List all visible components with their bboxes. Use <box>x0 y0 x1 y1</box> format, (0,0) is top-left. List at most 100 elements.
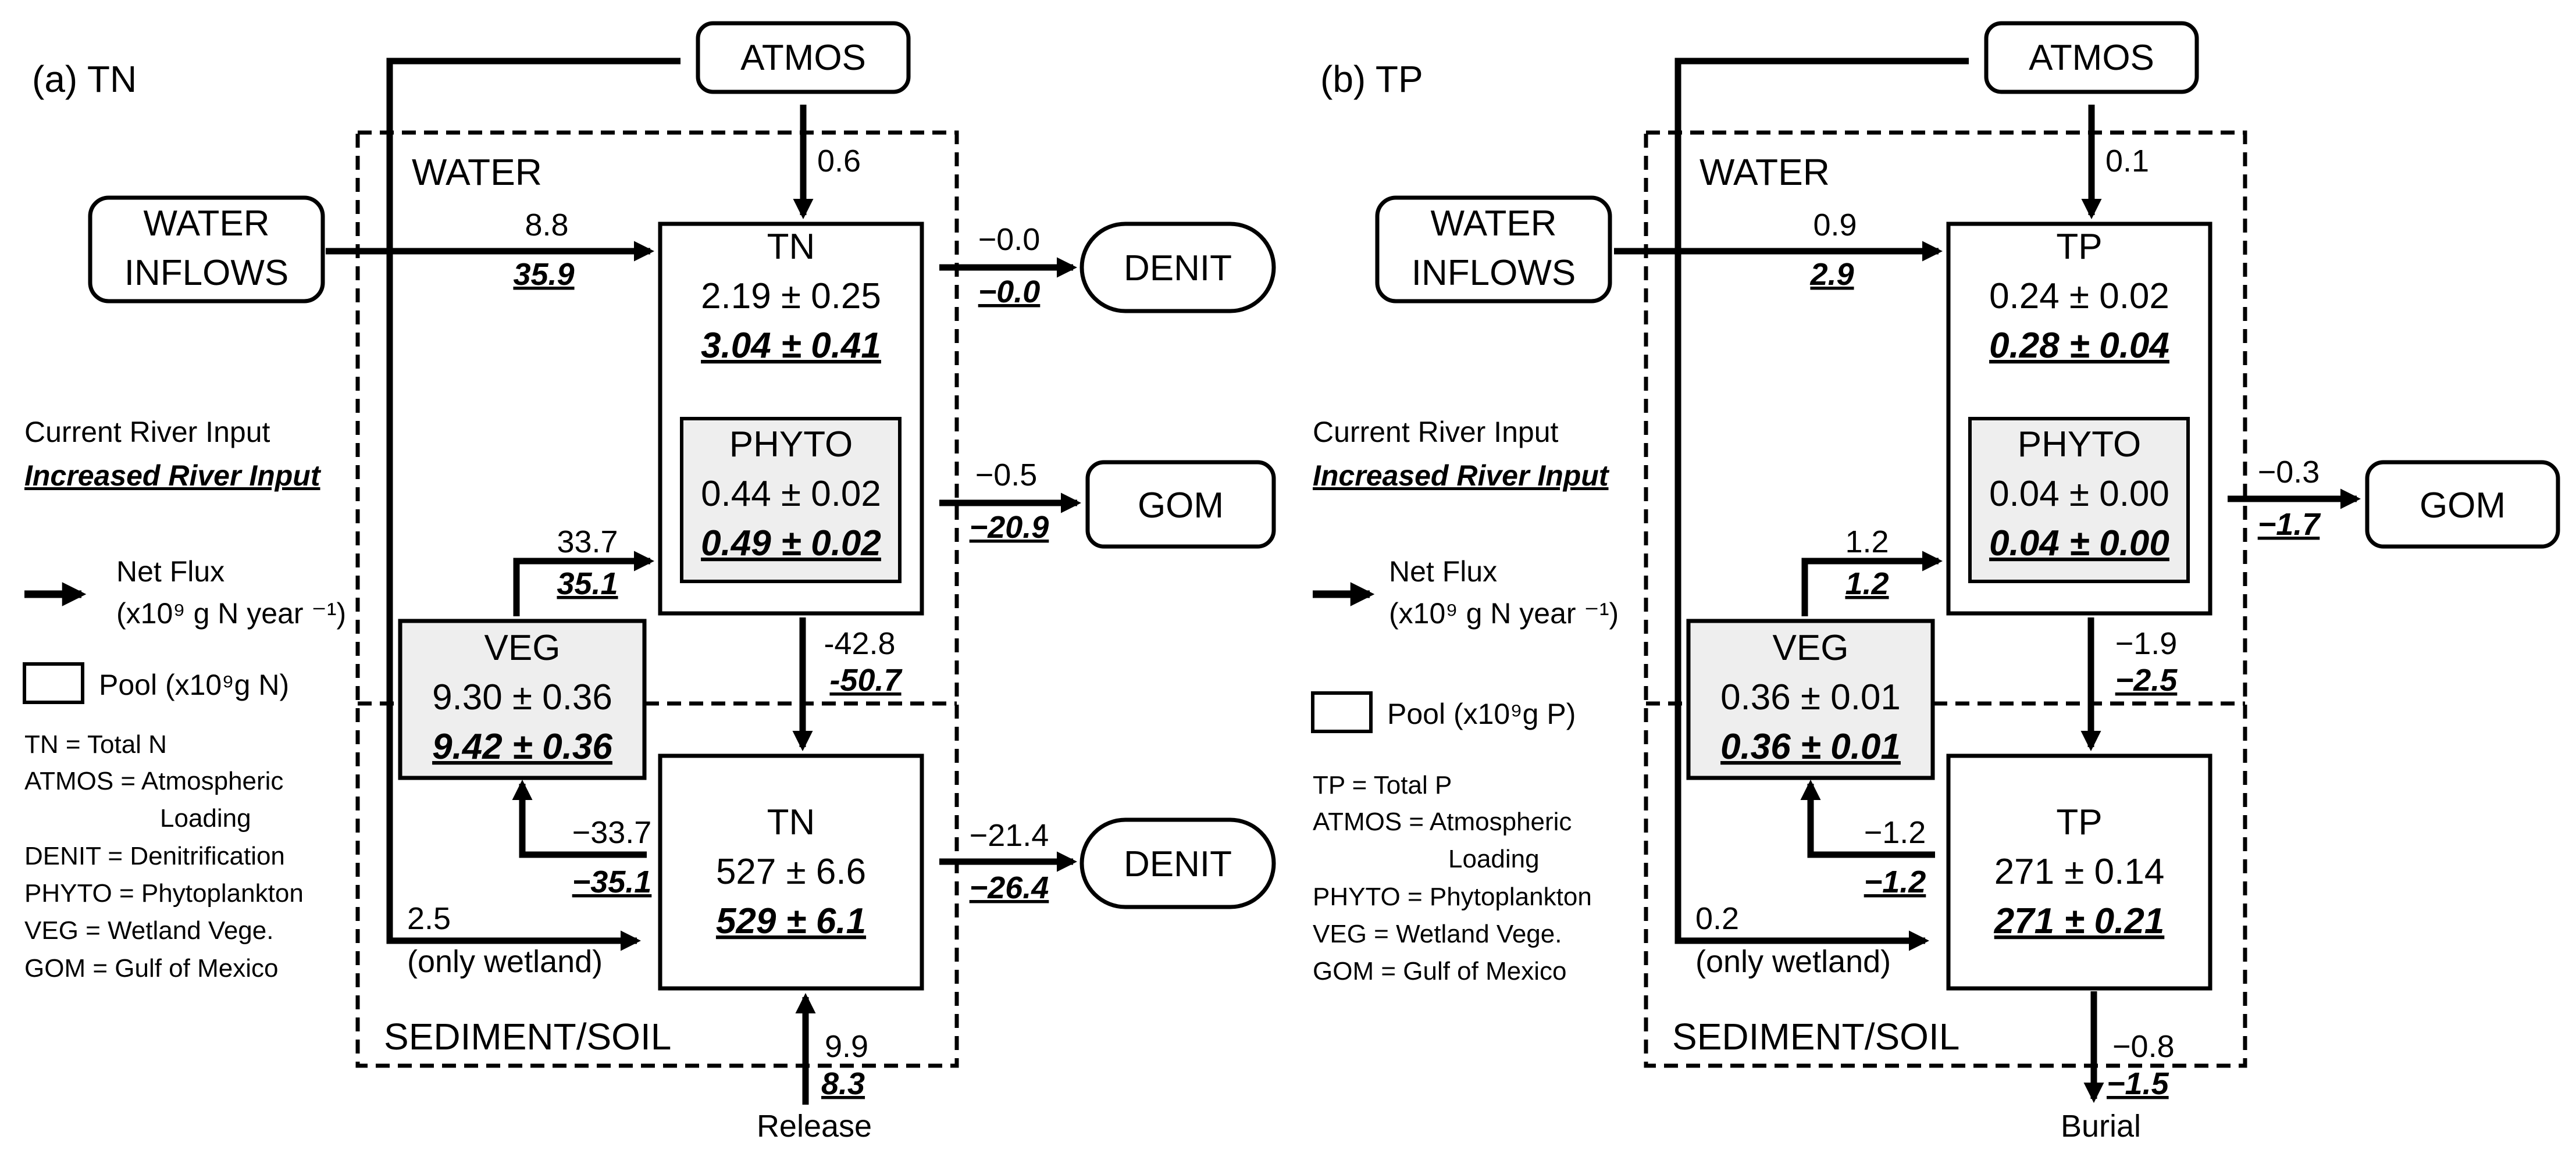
flux-release-increased: 8.3 <box>821 1066 865 1101</box>
water-inflows-box <box>88 195 325 303</box>
legend-net-flux: Net Flux <box>116 555 225 588</box>
pool-phyto-name: PHYTO <box>729 424 853 465</box>
flux-denit-sediment-current: −21.4 <box>970 818 1049 853</box>
flux-atmos-value: 0.1 <box>2105 144 2149 178</box>
legend-net-flux: Net Flux <box>1389 555 1497 588</box>
pool-phyto-name: PHYTO <box>2018 424 2141 465</box>
pool-tp-water-name: TP <box>2056 227 2102 267</box>
pool-tp-water-current: 0.24 ± 0.02 <box>1989 276 2169 316</box>
water-inflows-line-1: WATER <box>1431 203 1557 244</box>
flux-gom-current: −0.5 <box>975 458 1038 492</box>
sediment-label: SEDIMENT/SOIL <box>1672 1016 1959 1058</box>
legend-current: Current River Input <box>1313 416 1558 448</box>
flux-veg-down-increased: −35.1 <box>572 865 652 899</box>
flux-inflow-increased: 35.9 <box>513 257 574 292</box>
system-boundary <box>355 130 959 1068</box>
legend-abbrev: PHYTO = Phytoplankton <box>1313 883 1592 911</box>
sink-denit-sediment-label: DENIT <box>1124 844 1232 884</box>
pool-tn-sediment-current: 527 ± 6.6 <box>716 852 866 892</box>
pool-tp-sediment-current: 271 ± 0.14 <box>1994 852 2165 892</box>
flux-gom-current: −0.3 <box>2258 455 2320 490</box>
pool-phyto-current: 0.04 ± 0.00 <box>1989 474 2169 514</box>
flux-inflow-current: 0.9 <box>1813 208 1857 242</box>
legend-abbrev: ATMOS = Atmospheric <box>1313 808 1572 836</box>
legend-abbrev: DENIT = Denitrification <box>24 842 285 870</box>
pool-tn-sediment-increased: 529 ± 6.1 <box>716 901 866 941</box>
water-label: WATER <box>1699 151 1830 193</box>
flux-atmos-wetland-arrow <box>1674 58 1969 951</box>
legend-abbrev: PHYTO = Phytoplankton <box>24 879 304 908</box>
pool-veg <box>1686 619 1935 780</box>
legend-abbrev: ATMOS = Atmospheric <box>24 767 283 795</box>
legend-abbrev: TP = Total P <box>1313 771 1452 799</box>
pool-tn-water-increased: 3.04 ± 0.41 <box>701 326 881 366</box>
water-inflows-line-2: INFLOWS <box>124 253 288 293</box>
pool-tn-sediment-name: TN <box>767 802 815 842</box>
flux-veg-up-increased: 35.1 <box>557 566 618 601</box>
flux-inflow-current: 8.8 <box>525 208 568 242</box>
panel-title: (a) TN <box>32 58 137 100</box>
pool-tp-sediment-name: TP <box>2056 802 2102 842</box>
pool-veg-current: 0.36 ± 0.01 <box>1720 677 1901 717</box>
flux-atmos-value: 0.6 <box>817 144 861 178</box>
pool-phyto <box>1968 417 2190 583</box>
legend-abbrev: Loading <box>1448 845 1540 873</box>
pool-tp-sediment <box>1946 754 2212 991</box>
flux-gom-increased: −20.9 <box>970 510 1049 545</box>
legend-pool: Pool (x10⁹g P) <box>1387 698 1576 730</box>
flux-release-label: Release <box>757 1109 872 1144</box>
atmos-box <box>696 21 911 94</box>
atmos-label: ATMOS <box>740 38 866 78</box>
legend: Current River Input Increased River Inpu… <box>1311 416 1619 985</box>
flux-denit-sediment-increased: −26.4 <box>970 870 1049 905</box>
system-boundary <box>1644 130 2247 1068</box>
pool-veg-increased: 9.42 ± 0.36 <box>432 727 612 767</box>
flux-veg-down-increased: −1.2 <box>1864 865 1926 899</box>
flux-veg-down-current: −33.7 <box>572 815 652 850</box>
flux-wetland-value: 2.5 <box>407 901 451 936</box>
legend-abbrev: GOM = Gulf of Mexico <box>1313 957 1566 985</box>
flux-veg-down-current: −1.2 <box>1864 815 1926 850</box>
legend-increased: Increased River Input <box>1313 459 1610 492</box>
pool-phyto-current: 0.44 ± 0.02 <box>701 474 881 514</box>
pool-veg-name: VEG <box>1773 628 1849 668</box>
sink-gom-label: GOM <box>1138 485 1224 526</box>
flux-veg-down-arrow <box>512 779 647 858</box>
flux-settle-increased: −2.5 <box>2115 663 2178 698</box>
legend-increased: Increased River Input <box>24 459 322 492</box>
flux-veg-up-arrow <box>1801 551 1943 616</box>
flux-veg-down-arrow <box>1800 779 1935 858</box>
sink-gom-label: GOM <box>2420 485 2506 526</box>
flux-wetland-note: (only wetland) <box>407 944 603 979</box>
flux-gom-increased: −1.7 <box>2258 507 2322 542</box>
panel-tp: (b) TP WATER SEDIMENT/SOIL ATMOS WATER I… <box>1311 21 2560 1144</box>
pool-phyto <box>680 417 902 583</box>
flux-burial-current: −0.8 <box>2112 1029 2175 1064</box>
pool-veg-current: 9.30 ± 0.36 <box>432 677 612 717</box>
legend-abbrev: TN = Total N <box>24 730 167 759</box>
pool-tn-sediment <box>658 754 924 991</box>
pool-tn-water-current: 2.19 ± 0.25 <box>701 276 881 316</box>
legend: Current River Input Increased River Inpu… <box>23 416 346 983</box>
sink-gom <box>2365 460 2560 549</box>
flux-settle-increased: -50.7 <box>829 663 903 698</box>
water-inflows-box <box>1375 195 1612 303</box>
pool-phyto-increased: 0.04 ± 0.00 <box>1989 523 2169 563</box>
legend-pool: Pool (x10⁹g N) <box>99 669 289 701</box>
flux-veg-up-arrow <box>513 551 655 616</box>
atmos-label: ATMOS <box>2029 38 2154 78</box>
flux-wetland-value: 0.2 <box>1695 901 1739 936</box>
flux-inflow-increased: 2.9 <box>1809 257 1854 292</box>
pool-phyto-increased: 0.49 ± 0.02 <box>701 523 881 563</box>
legend-abbrev: VEG = Wetland Vege. <box>24 916 273 945</box>
pool-veg <box>398 619 647 780</box>
panel-title: (b) TP <box>1320 58 1423 100</box>
flux-burial-label: Burial <box>2061 1109 2141 1144</box>
water-inflows-line-1: WATER <box>144 203 270 244</box>
flux-settle-current: -42.8 <box>824 626 895 661</box>
pool-tp-sediment-increased: 271 ± 0.21 <box>1994 901 2165 941</box>
pool-tp-water-increased: 0.28 ± 0.04 <box>1989 326 2169 366</box>
flux-denit-water-current: −0.0 <box>978 222 1041 257</box>
sink-gom <box>1085 460 1276 549</box>
panel-tn: (a) TN WATER SEDIMENT/SOIL ATMOS WATER I… <box>23 21 1276 1144</box>
